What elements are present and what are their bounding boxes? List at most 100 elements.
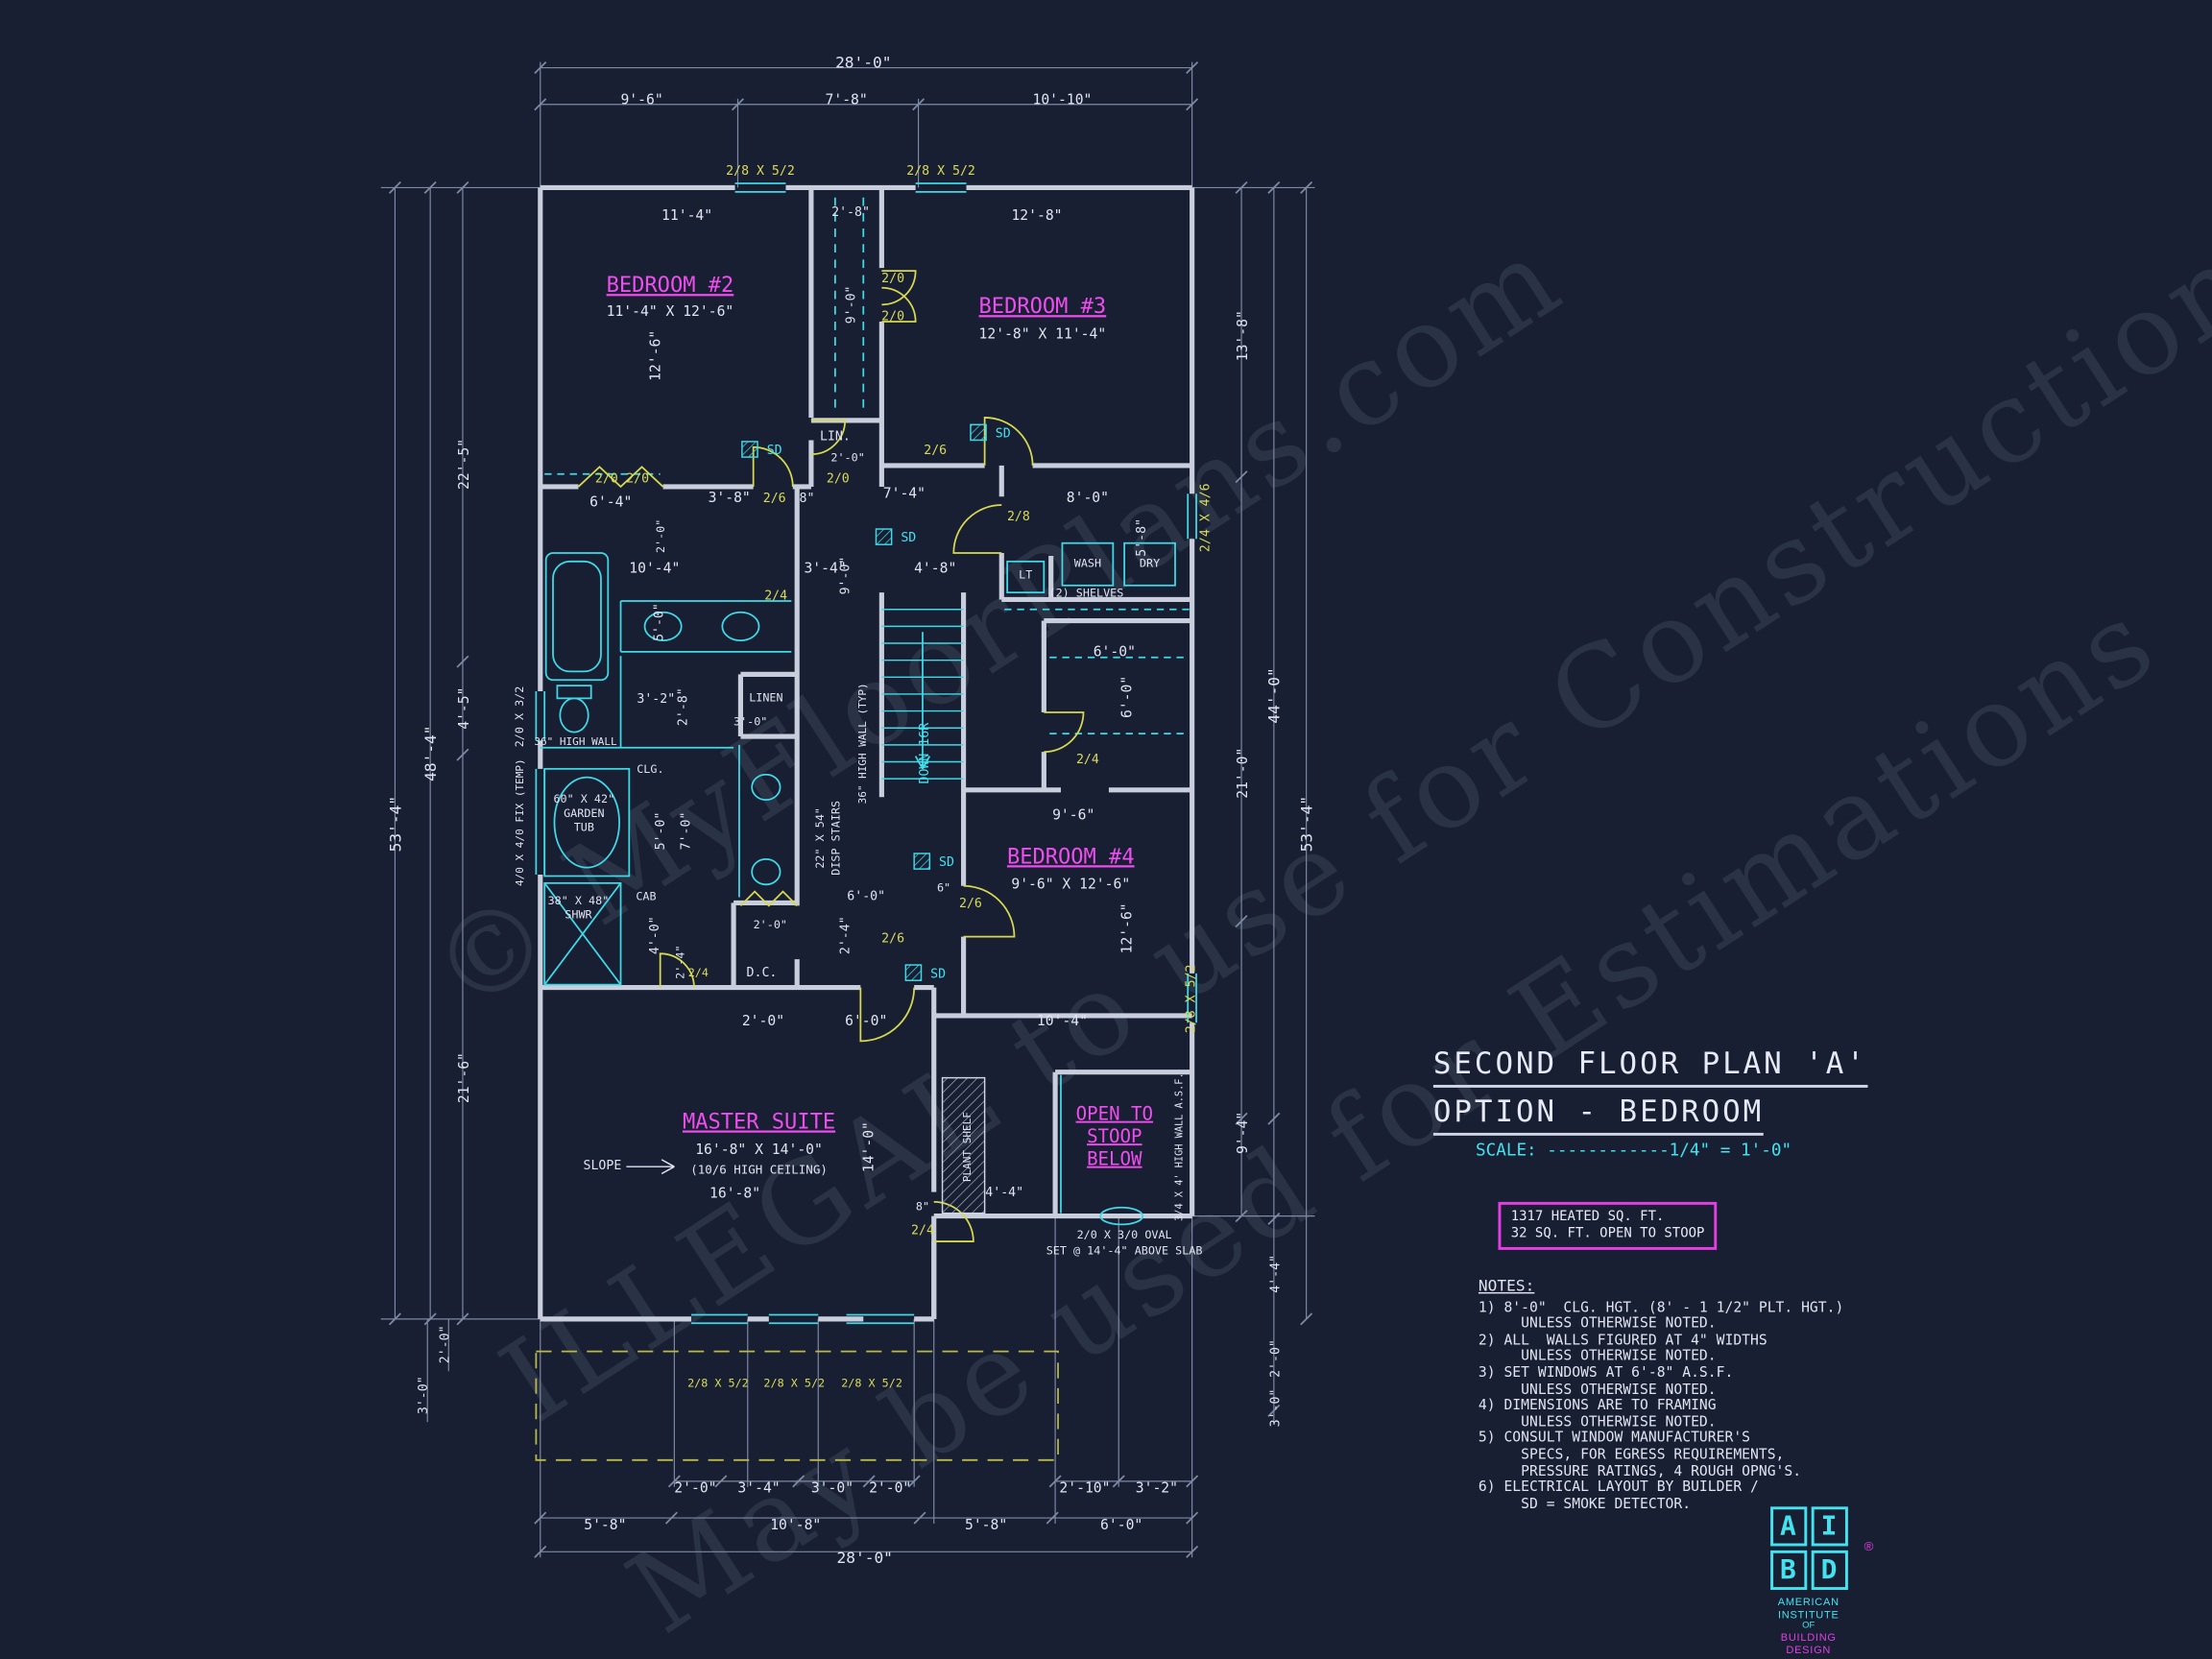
dim-label: 2/0 X 3/2 <box>513 686 526 748</box>
dim-label: 2/0 <box>881 310 904 325</box>
aibd-logo: A I B D ® AMERICAN INSTITUTE OF BUILDING… <box>1758 1506 1873 1656</box>
note-line: 2) ALL WALLS FIGURED AT 4" WIDTHS <box>1478 1333 1767 1349</box>
dim-label: 2/0 <box>827 472 850 487</box>
stair-down-arrow <box>914 632 931 770</box>
shower <box>543 881 622 986</box>
stoop-area: 32 SQ. FT. OPEN TO STOOP <box>1510 1225 1705 1242</box>
dim-label: LINEN <box>749 690 782 704</box>
dimension-lines <box>380 61 1315 1558</box>
dim-label: 2/6 <box>763 492 786 506</box>
dim-label: 5'-0" <box>653 603 667 641</box>
bathtub <box>544 552 610 682</box>
windows <box>535 182 1197 1325</box>
dim-label: 3'-2" <box>637 692 675 707</box>
logo-org-line1: AMERICAN INSTITUTE <box>1777 1595 1839 1622</box>
watermark: © MyFloorPlans.com ILLEGAL to use for Co… <box>409 210 2212 1659</box>
dim-label: 16'-8" X 14'-0" <box>695 1142 823 1158</box>
dim-label: 8" <box>800 492 815 506</box>
room-label: BEDROOM #2 <box>607 274 734 298</box>
dim-label: 12'-8" X 11'-4" <box>979 326 1107 343</box>
bathtub-inner <box>552 560 602 673</box>
dim-label: 2'-0" <box>830 450 864 464</box>
room-label: STOOP <box>1087 1125 1142 1147</box>
washer <box>1061 541 1115 587</box>
door-arc-bedroom3-entry <box>983 417 1034 466</box>
dim-label: CLG. <box>637 762 663 776</box>
dim-label: 21'-6" <box>456 1052 472 1103</box>
dim-label: 44'-0" <box>1265 667 1284 723</box>
dim-label: 2/0 X 3/0 OVAL <box>1077 1228 1172 1241</box>
dim-label: 4'-8" <box>914 561 956 577</box>
note-line: 5) CONSULT WINDOW MANUFACTURER'S <box>1478 1431 1751 1447</box>
dim-label: 2/4 <box>1076 753 1099 767</box>
dryer <box>1123 541 1176 587</box>
dim-label: 2'-8" <box>677 687 691 726</box>
dim-label: (10/6 HIGH CEILING) <box>690 1163 828 1177</box>
dim-label: 2/0 <box>881 272 904 286</box>
note-line: 6) ELECTRICAL LAYOUT BY BUILDER / <box>1478 1479 1759 1496</box>
walls <box>538 184 1195 1322</box>
dim-label: 10'-4" <box>1037 1013 1088 1029</box>
door-arc-master <box>859 987 916 1043</box>
note-line: 3) SET WINDOWS AT 6'-8" A.S.F. <box>1478 1365 1734 1382</box>
dim-label: 3'-4" <box>737 1480 780 1497</box>
registered-mark-icon: ® <box>1863 1539 1874 1553</box>
dim-label: 2/6 <box>959 897 982 911</box>
closet-shelves-dashed <box>1049 656 1189 734</box>
dim-label: 2/8 X 5/2 <box>1185 965 1199 1034</box>
dim-label: 9'-6" X 12'-6" <box>1011 877 1130 893</box>
dim-label: 48'-4" <box>421 725 440 781</box>
dim-label: 7'-4" <box>883 486 926 502</box>
dim-label: 5'-8" <box>965 1517 1007 1533</box>
door-arc-bedroom4 <box>963 884 1016 938</box>
dim-label: 6'-0" <box>845 1013 887 1029</box>
sink <box>643 611 683 641</box>
interior-walls <box>540 187 1192 1319</box>
dim-label: 14'-0" <box>861 1121 878 1172</box>
dim-label: 2/0 <box>626 472 649 487</box>
dim-label: SD <box>901 531 916 545</box>
note-line: 1) 8'-0" CLG. HGT. (8' - 1 1/2" PLT. HGT… <box>1478 1300 1844 1316</box>
dim-label: 2'-0" <box>1269 1339 1284 1378</box>
dim-label: 28'-0" <box>837 1549 893 1567</box>
dim-label: 4'-0" <box>648 916 662 954</box>
page-title: SECOND FLOOR PLAN 'A' <box>1432 1046 1867 1088</box>
logo-org-line2: OF <box>1802 1621 1815 1631</box>
smoke-detectors <box>741 423 987 981</box>
dim-label: 22'-5" <box>456 439 472 490</box>
dim-label: 9'-0" <box>839 557 854 595</box>
scale-note: SCALE: ------------1/4" = 1'-0" <box>1475 1140 1792 1160</box>
note-line: UNLESS OTHERWISE NOTED. <box>1478 1316 1717 1333</box>
dim-label: 2/6 <box>881 932 904 947</box>
dim-label: 2'-0" <box>438 1325 452 1363</box>
dim-label: 2'-0" <box>754 918 787 931</box>
smoke-detector-icon <box>741 441 758 458</box>
dim-label: 2/6 <box>924 444 947 458</box>
note-line: SD = SMOKE DETECTOR. <box>1478 1496 1692 1512</box>
dim-label: 2/8 X 5/2 <box>726 164 795 179</box>
dim-label: 2'-0" <box>674 1480 716 1497</box>
dim-label: SD <box>996 427 1011 442</box>
note-line: UNLESS OTHERWISE NOTED. <box>1478 1349 1717 1365</box>
slope-arrow <box>626 1159 675 1175</box>
dim-label: 3'-2" <box>1136 1480 1178 1497</box>
notes-heading: NOTES: <box>1478 1276 1535 1295</box>
dim-label: SD <box>930 967 946 981</box>
door-swings <box>577 270 1085 1242</box>
dim-label: 5'-8" <box>1135 518 1149 557</box>
dim-label: 7'-8" <box>826 92 868 108</box>
dim-label: 7'-0" <box>680 812 694 851</box>
dim-label: 2/4 <box>764 589 787 603</box>
door-arc-water-closet <box>659 952 695 988</box>
dim-label: SET @ 14'-4" ABOVE SLAB <box>1046 1243 1203 1257</box>
logo-letter-b: B <box>1769 1550 1807 1591</box>
dim-label: 11'-4" <box>661 207 712 224</box>
dim-label: 6'-4" <box>589 494 632 511</box>
dim-label: 3/4 X 4' HIGH WALL A.S.F. <box>1173 1072 1185 1221</box>
dim-label: 9'-6" <box>620 92 662 108</box>
dim-label: 2/4 <box>911 1224 934 1238</box>
dim-line-runs <box>394 66 1308 1552</box>
smoke-detector-icon <box>913 853 931 870</box>
dim-label: 12'-6" <box>1118 902 1135 953</box>
